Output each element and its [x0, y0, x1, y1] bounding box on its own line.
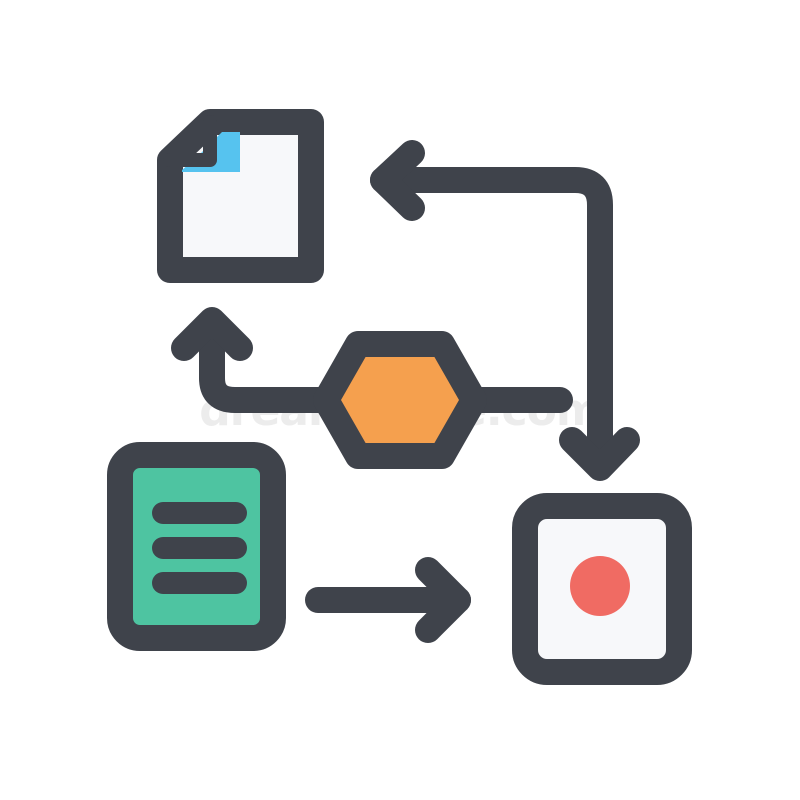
loop-arrow-icon: [370, 140, 640, 481]
up-arrow-icon: [171, 307, 573, 413]
record-dot-icon: [570, 556, 630, 616]
document-icon: [157, 109, 324, 283]
process-hexagon-icon: [313, 331, 487, 469]
list-document-icon: [107, 442, 286, 651]
right-arrow-icon: [305, 557, 471, 643]
record-box-icon: [512, 493, 692, 685]
